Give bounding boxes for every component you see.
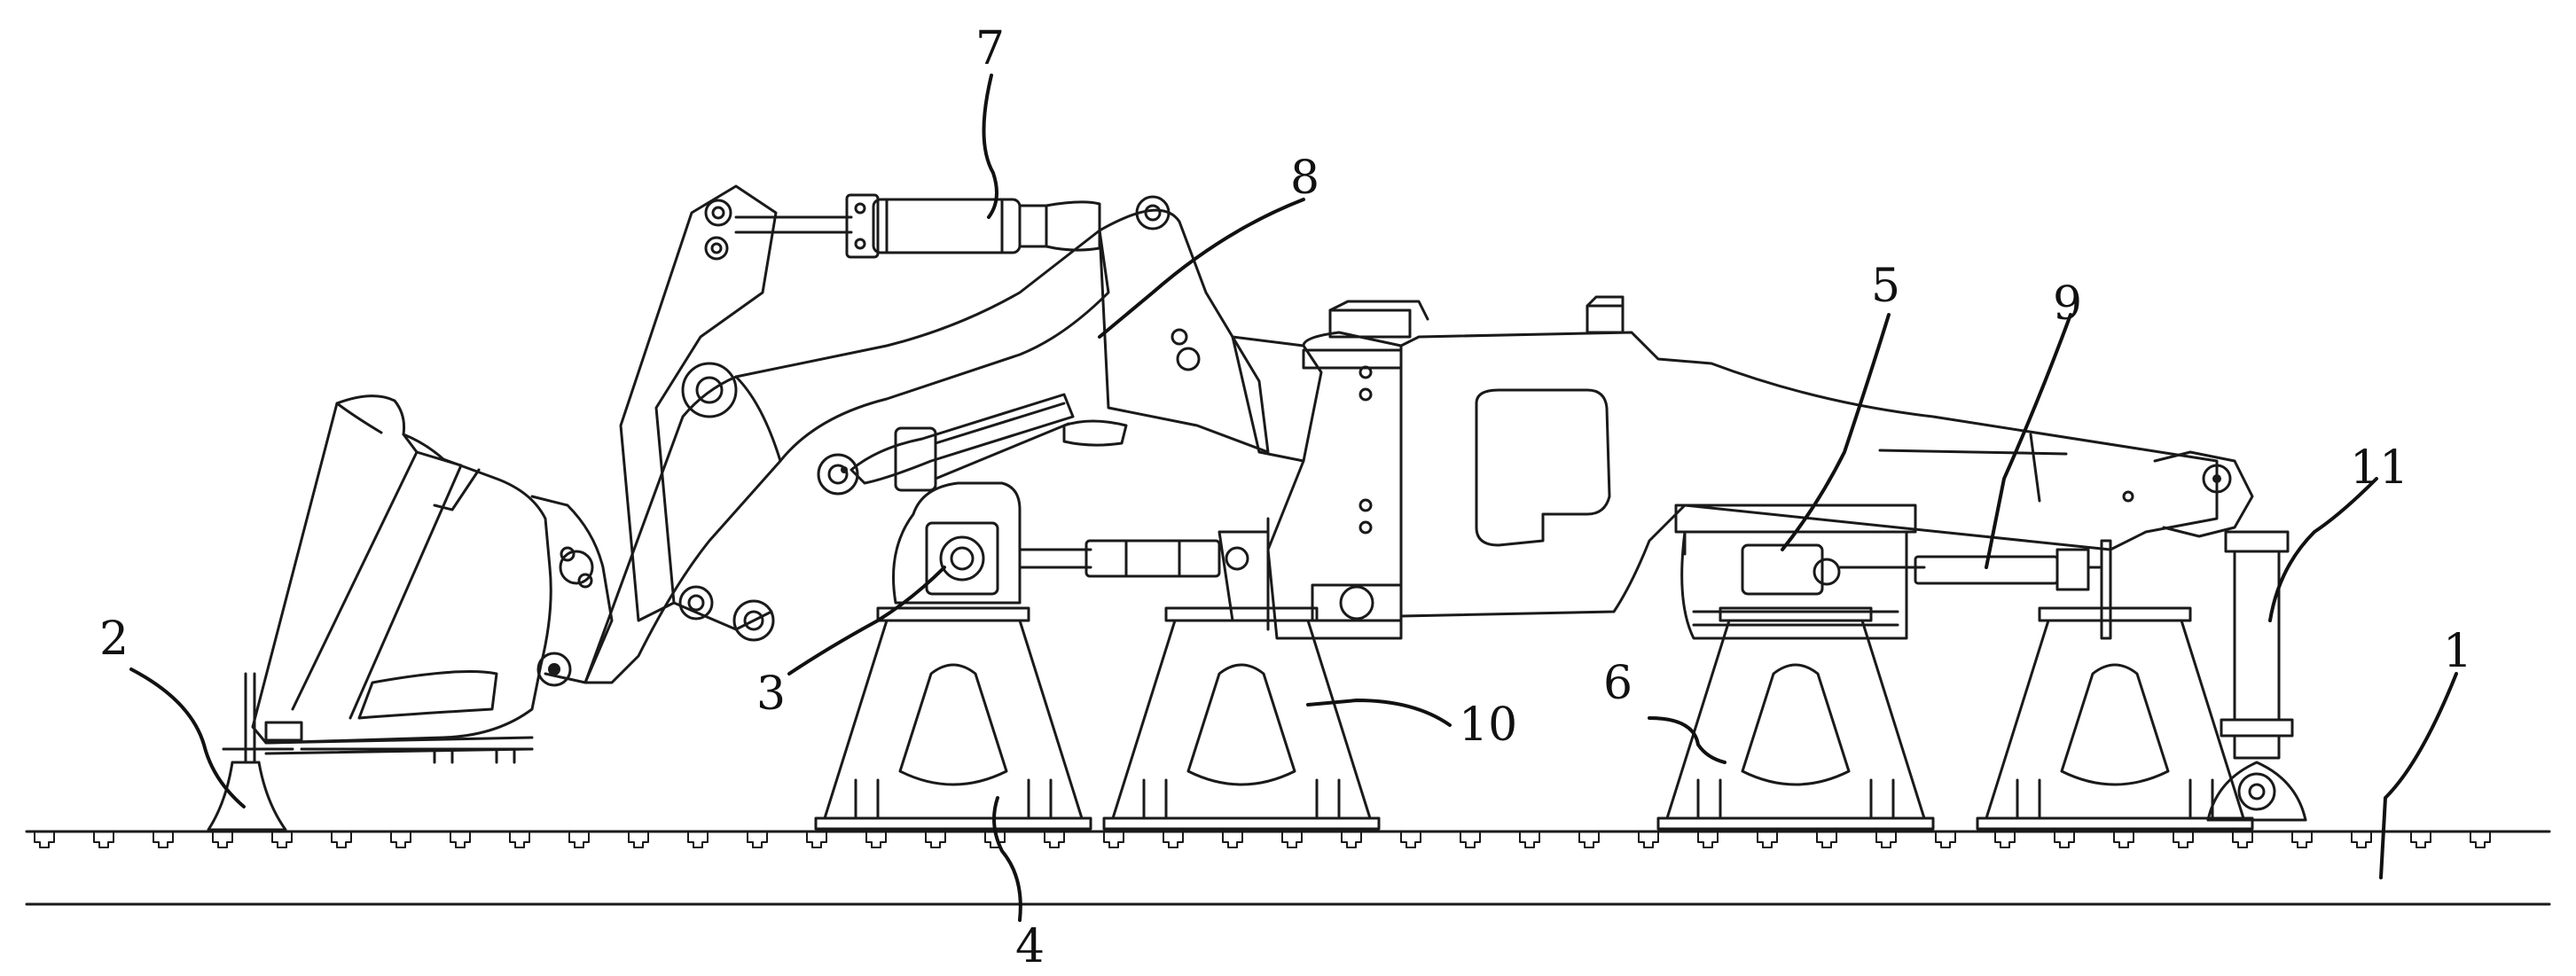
callout-4: 4 xyxy=(1015,920,1045,973)
leader-9 xyxy=(1985,313,2072,569)
t-slot xyxy=(2054,832,2075,848)
t-slot xyxy=(1875,832,1897,848)
callout-5: 5 xyxy=(1871,260,1900,313)
t-slot xyxy=(1697,832,1719,848)
t-slot xyxy=(509,832,530,848)
t-slot xyxy=(984,832,1006,848)
support-stands xyxy=(814,606,2254,831)
front-ground-support xyxy=(207,672,294,832)
t-slot xyxy=(2291,832,2313,848)
callout-8: 8 xyxy=(1290,152,1319,205)
callout-7: 7 xyxy=(975,22,1005,75)
t-slot xyxy=(1103,832,1124,848)
leader-2 xyxy=(129,668,246,808)
t-slot xyxy=(687,832,709,848)
t-slot xyxy=(34,832,55,848)
t-slot xyxy=(2410,832,2431,848)
callout-11: 11 xyxy=(2350,441,2408,495)
leader-4 xyxy=(992,796,1022,922)
t-slot xyxy=(1994,832,2016,848)
t-slot xyxy=(1519,832,1540,848)
t-slot xyxy=(271,832,293,848)
t-slot xyxy=(1638,832,1659,848)
leader-6 xyxy=(1648,716,1726,764)
leader-10 xyxy=(1306,698,1452,727)
base-platform xyxy=(25,830,2551,906)
t-slot xyxy=(1578,832,1600,848)
leader-1 xyxy=(2379,672,2458,879)
stand-front-right xyxy=(1102,606,1381,831)
callout-1: 1 xyxy=(2443,625,2472,678)
boom-arm xyxy=(583,195,1270,684)
front-actuator xyxy=(1084,517,1270,631)
leader-5 xyxy=(1781,313,1891,551)
callout-2: 2 xyxy=(99,613,129,666)
leader-8 xyxy=(1098,198,1305,339)
t-slot xyxy=(1460,832,1481,848)
t-slot xyxy=(450,832,471,848)
t-slot xyxy=(747,832,768,848)
t-slot xyxy=(1757,832,1778,848)
t-slot xyxy=(1400,832,1421,848)
t-slot xyxy=(1816,832,1837,848)
t-slot xyxy=(2113,832,2134,848)
stand-rear-left xyxy=(1656,606,1935,831)
t-slot xyxy=(925,832,946,848)
rear-vertical-support xyxy=(2206,530,2307,822)
rear-axle-holder xyxy=(1680,530,1926,640)
callout-labels: 7 8 5 9 11 1 2 3 4 6 10 xyxy=(99,22,2472,973)
rear-actuator xyxy=(1914,539,2112,640)
front-frame xyxy=(1231,300,1429,640)
t-slot xyxy=(1222,832,1243,848)
t-slot xyxy=(153,832,174,848)
t-slot xyxy=(2173,832,2194,848)
leader-11 xyxy=(2268,477,2378,622)
t-slot xyxy=(93,832,114,848)
t-slot xyxy=(331,832,352,848)
callout-10: 10 xyxy=(1459,699,1517,752)
leader-3 xyxy=(787,566,946,675)
bucket xyxy=(251,394,614,764)
tilt-cylinder xyxy=(734,193,1101,259)
t-slot xyxy=(2470,832,2491,848)
leader-7 xyxy=(982,74,998,219)
t-slot xyxy=(2232,832,2253,848)
t-slot xyxy=(1044,832,1065,848)
t-slot xyxy=(568,832,590,848)
t-slot xyxy=(865,832,887,848)
front-axle-holder xyxy=(892,481,1092,605)
t-slot xyxy=(628,832,649,848)
callout-6: 6 xyxy=(1603,657,1633,710)
t-slot xyxy=(1935,832,1956,848)
t-slot xyxy=(806,832,827,848)
t-slot xyxy=(212,832,233,848)
t-slot xyxy=(1163,832,1184,848)
callout-9: 9 xyxy=(2053,277,2082,331)
rocker-link xyxy=(619,184,778,642)
t-slot xyxy=(2351,832,2372,848)
lift-cylinder xyxy=(817,393,1075,496)
t-slot-row xyxy=(34,832,2491,848)
stand-front-left xyxy=(814,606,1092,831)
callout-3: 3 xyxy=(756,668,786,721)
t-slot xyxy=(390,832,411,848)
t-slot xyxy=(1281,832,1303,848)
leader-lines xyxy=(129,74,2458,922)
t-slot xyxy=(1341,832,1362,848)
rear-frame xyxy=(1399,295,2254,618)
stand-rear-right xyxy=(1976,606,2254,831)
